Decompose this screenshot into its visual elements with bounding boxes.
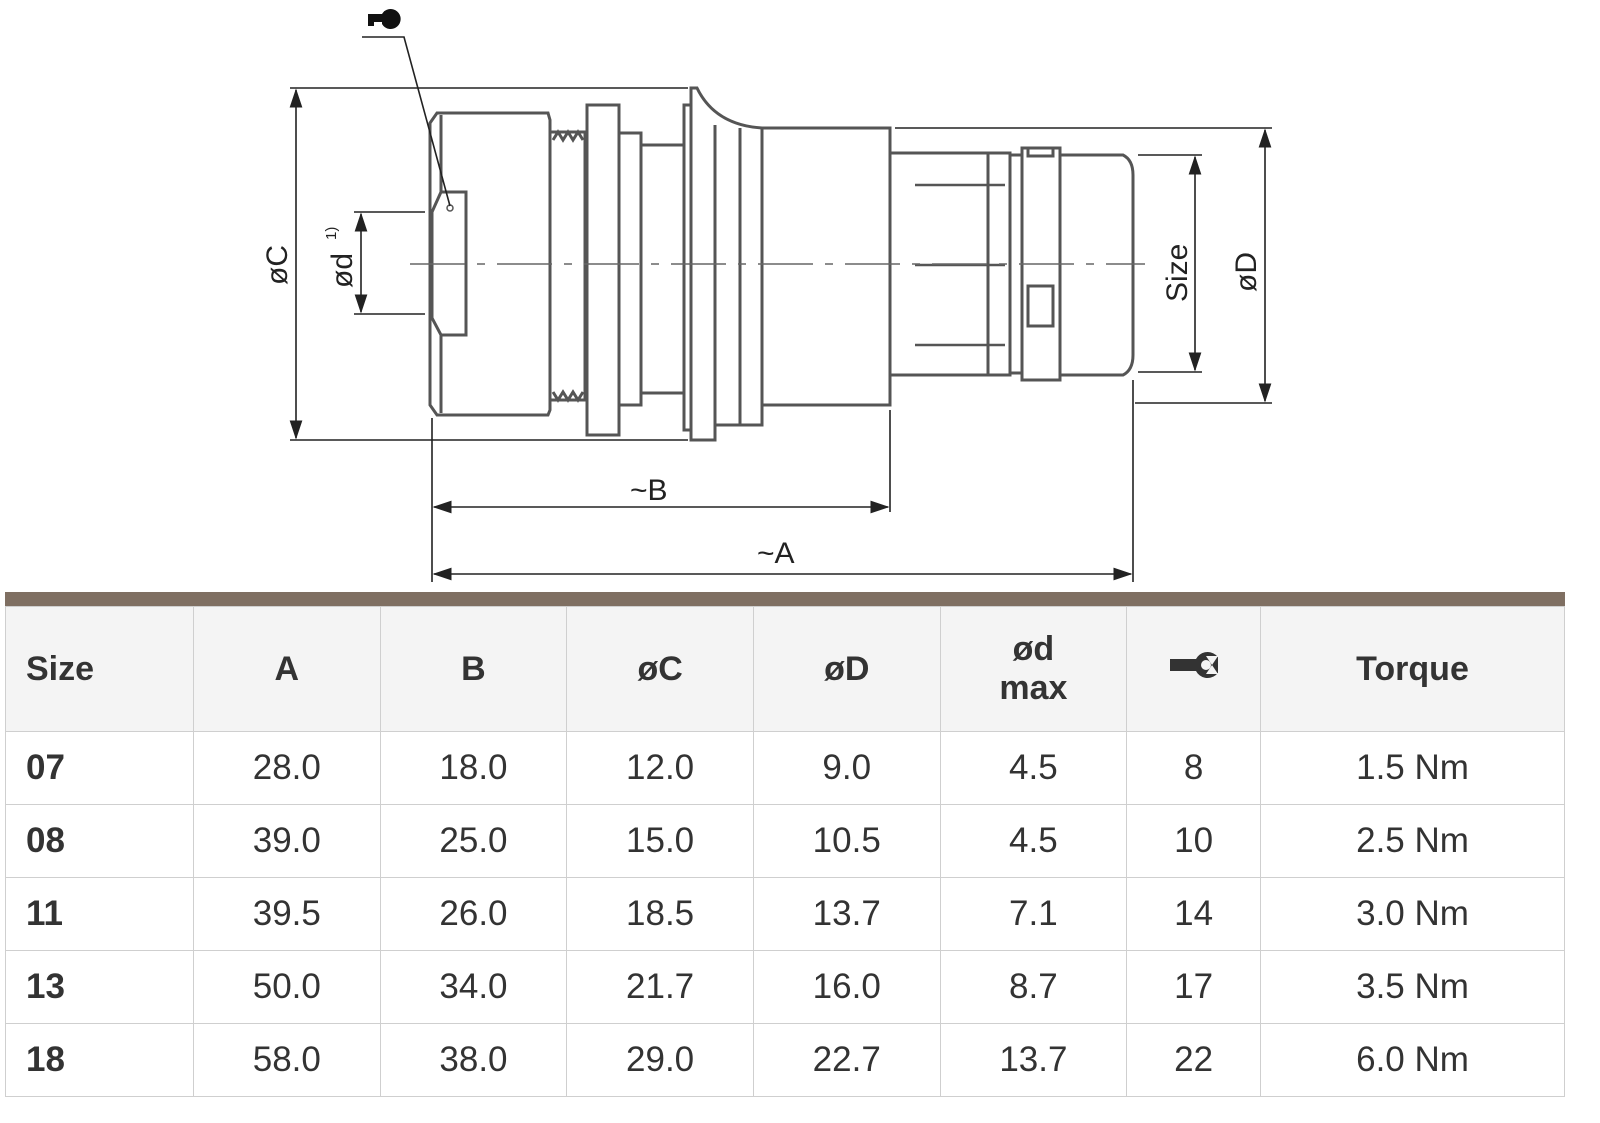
table-cell: 15.0 — [566, 804, 754, 878]
col-a: A — [193, 606, 381, 732]
dim-label-dC: øC — [261, 245, 294, 285]
dim-label-B: ~B — [630, 474, 668, 507]
col-dc: øC — [566, 606, 754, 732]
table-cell: 8 — [1126, 731, 1262, 805]
table-cell: 39.5 — [193, 877, 381, 951]
table-cell: 39.0 — [193, 804, 381, 878]
table-cell: 13.7 — [939, 1023, 1128, 1097]
table-cell: 6.0 Nm — [1260, 1023, 1565, 1097]
col-dmax-line1: ød — [1012, 630, 1055, 668]
table-cell: 13 — [5, 950, 194, 1024]
table-cell: 11 — [5, 877, 194, 951]
col-dmax-line2: max — [999, 669, 1068, 707]
table-cell: 22 — [1126, 1023, 1262, 1097]
table-cell: 08 — [5, 804, 194, 878]
col-torque: Torque — [1260, 606, 1565, 732]
table-cell: 12.0 — [566, 731, 754, 805]
dim-label-dd-note: 1) — [323, 227, 340, 240]
col-dd-big: øD — [752, 606, 941, 732]
table-cell: 8.7 — [939, 950, 1128, 1024]
table-cell: 10.5 — [752, 804, 941, 878]
col-wrench — [1126, 606, 1262, 732]
dim-label-size: Size — [1161, 244, 1194, 302]
connector-part — [410, 86, 1145, 442]
table-cell: 25.0 — [379, 804, 568, 878]
table-cell: 28.0 — [193, 731, 381, 805]
table-cell: 26.0 — [379, 877, 568, 951]
table-cell: 3.5 Nm — [1260, 950, 1565, 1024]
col-size: Size — [5, 606, 194, 732]
table-cell: 17 — [1126, 950, 1262, 1024]
table-cell: 07 — [5, 731, 194, 805]
table-cell: 21.7 — [566, 950, 754, 1024]
table-cell: 2.5 Nm — [1260, 804, 1565, 878]
table-cell: 16.0 — [752, 950, 941, 1024]
table-cell: 34.0 — [379, 950, 568, 1024]
table-cell: 4.5 — [939, 804, 1128, 878]
table-cell: 14 — [1126, 877, 1262, 951]
table-cell: 18.5 — [566, 877, 754, 951]
table-cell: 50.0 — [193, 950, 381, 1024]
table-cell: 18.0 — [379, 731, 568, 805]
dim-label-A: ~A — [757, 537, 795, 570]
wrench-icon — [368, 9, 401, 30]
table-header-bar — [5, 592, 1565, 606]
table-cell: 13.7 — [752, 877, 941, 951]
col-b: B — [379, 606, 568, 732]
dimensions — [289, 36, 1272, 582]
dim-label-dD: øD — [1230, 252, 1263, 292]
wrench-icon — [1169, 651, 1221, 678]
table-cell: 3.0 Nm — [1260, 877, 1565, 951]
table-cell: 22.7 — [752, 1023, 941, 1097]
table-cell: 1.5 Nm — [1260, 731, 1565, 805]
table-cell: 29.0 — [566, 1023, 754, 1097]
table-cell: 18 — [5, 1023, 194, 1097]
table-cell: 7.1 — [939, 877, 1128, 951]
technical-drawing: øC ød 1) Size øD ~B ~A — [261, 9, 1272, 582]
table-cell: 58.0 — [193, 1023, 381, 1097]
dim-label-dd: ød — [326, 253, 359, 288]
table-cell: 9.0 — [752, 731, 941, 805]
table-cell: 10 — [1126, 804, 1262, 878]
table-cell: 4.5 — [939, 731, 1128, 805]
table-cell: 38.0 — [379, 1023, 568, 1097]
